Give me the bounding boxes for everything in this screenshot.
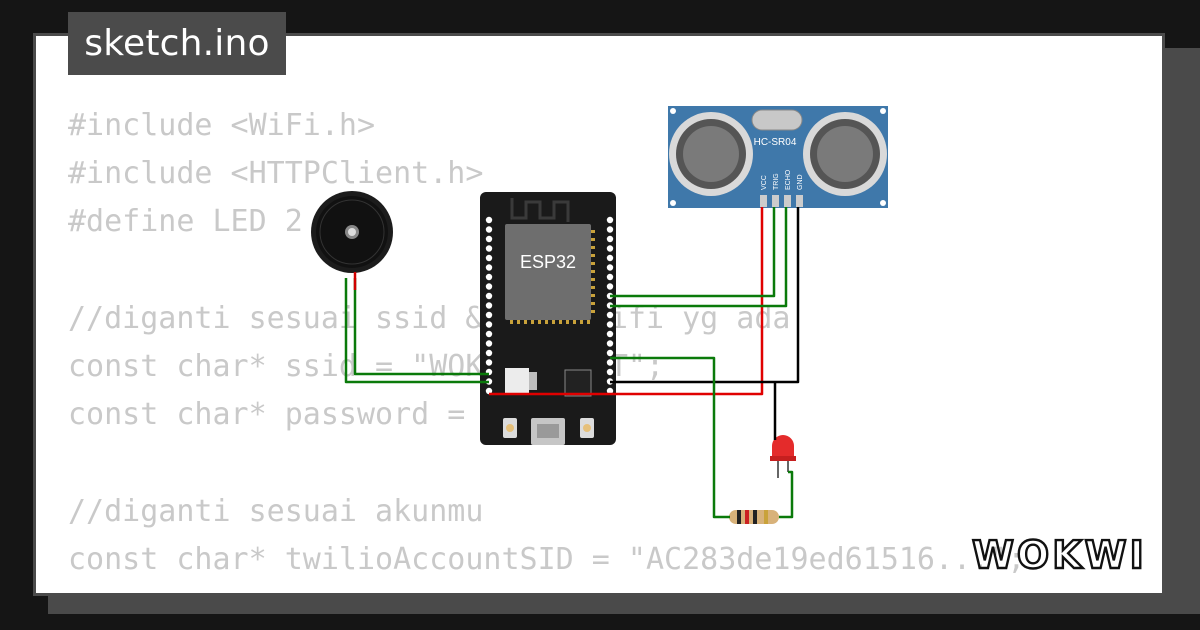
header-pin <box>606 235 614 243</box>
chip-pad <box>573 320 576 324</box>
chip-pad <box>591 310 595 313</box>
header-pin <box>485 349 493 357</box>
chip-pad <box>510 320 513 324</box>
header-pin <box>485 254 493 262</box>
wokwi-logo[interactable]: WOKWI <box>968 522 1148 580</box>
chip-pad <box>591 286 595 289</box>
header-pin <box>485 216 493 224</box>
header-pin <box>606 340 614 347</box>
header-pin <box>606 245 614 252</box>
chip-pad <box>531 320 534 324</box>
header-pin <box>485 245 493 252</box>
chip-pad <box>517 320 520 324</box>
chip-pad <box>591 262 595 265</box>
code-line: const char* twilioAccountSID = "AC283de1… <box>68 541 1026 577</box>
chip-pad <box>587 320 590 324</box>
header-pin <box>485 302 493 309</box>
sensor-pin-trig: TRIG <box>773 173 780 190</box>
header-pin <box>606 359 614 366</box>
header-pin <box>485 264 493 271</box>
esp32-label: ESP32 <box>520 252 576 272</box>
header-pin <box>606 368 614 376</box>
esp32-board[interactable] <box>480 192 616 445</box>
chip-pad <box>591 238 595 241</box>
chip-pad <box>538 320 541 324</box>
chip-pad <box>591 302 595 305</box>
wires <box>344 207 800 519</box>
header-pin <box>485 292 493 300</box>
code-line: //diganti sesuai akunmu <box>68 493 484 529</box>
wokwi-logo-text: WOKWI <box>972 533 1147 577</box>
usb-chip <box>564 369 592 397</box>
header-pin <box>606 254 614 262</box>
header-pin <box>485 359 493 366</box>
chip-pad <box>524 320 527 324</box>
chip-pad <box>580 320 583 324</box>
header-pin <box>606 264 614 271</box>
header-pin <box>606 216 614 224</box>
header-pin <box>606 226 614 233</box>
header-pin <box>485 273 493 281</box>
chip-pad <box>591 230 595 233</box>
header-pin <box>485 283 493 290</box>
ultrasonic-sensor[interactable] <box>668 106 888 208</box>
header-pin <box>485 387 493 395</box>
header-pin <box>485 330 493 338</box>
code-line: const char* twilioAuthToken = "7ec54eb5d… <box>68 584 1025 593</box>
red-led[interactable] <box>770 435 796 478</box>
header-pin <box>606 321 614 328</box>
header-pin <box>485 226 493 233</box>
chip-pad <box>591 294 595 297</box>
header-pin <box>606 283 614 290</box>
regulator <box>505 368 529 394</box>
header-pin <box>485 235 493 243</box>
chip-pad <box>545 320 548 324</box>
buzzer[interactable] <box>311 191 393 273</box>
header-pin <box>606 330 614 338</box>
header-pin <box>606 273 614 281</box>
sensor-pin-vcc: VCC <box>761 175 768 190</box>
header-pin <box>485 340 493 347</box>
chip-pad <box>591 270 595 273</box>
sensor-pin-gnd: GND <box>797 174 804 190</box>
header-pin <box>606 387 614 395</box>
header-pin <box>606 311 614 319</box>
header-pin <box>485 321 493 328</box>
chip-pad <box>552 320 555 324</box>
chip-pad <box>566 320 569 324</box>
code-line: #define LED 2 <box>68 204 303 240</box>
sensor-pin-echo: ECHO <box>785 169 792 190</box>
chip-pad <box>559 320 562 324</box>
chip-pad <box>591 246 595 249</box>
code-line: #include <WiFi.h> <box>68 108 376 143</box>
sensor-label: HC-SR04 <box>754 137 797 148</box>
chip-pad <box>591 278 595 281</box>
file-tab-title[interactable]: sketch.ino <box>68 12 286 75</box>
header-pin <box>606 349 614 357</box>
chip-pad <box>591 254 595 257</box>
code-line: #include <HTTPClient.h> <box>68 156 484 192</box>
header-pin <box>485 311 493 319</box>
